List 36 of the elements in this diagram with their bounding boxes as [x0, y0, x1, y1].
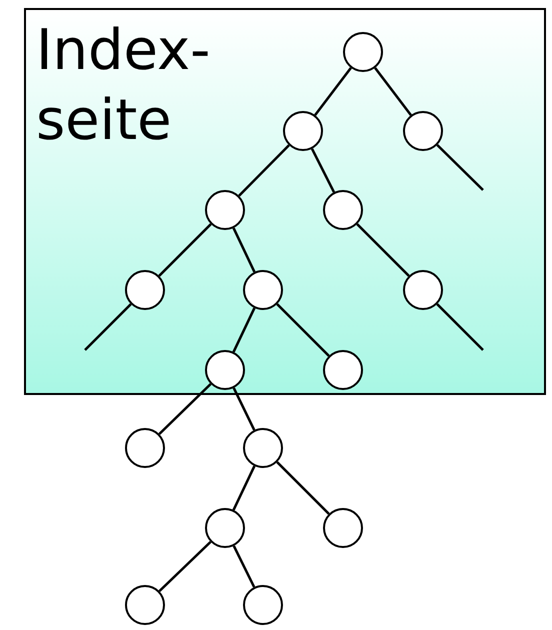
- tree-branch-line: [84, 303, 132, 351]
- tree-branch-line: [238, 144, 290, 197]
- tree-node-circle: [242, 270, 282, 310]
- tree-node-circle: [322, 190, 362, 230]
- tree-branch-line: [158, 540, 212, 592]
- index-page-panel: [24, 8, 546, 395]
- tree-branch-line: [276, 303, 330, 357]
- tree-node-circle: [243, 585, 283, 625]
- tree-branch-line: [232, 308, 256, 352]
- tree-node-circle: [243, 428, 283, 468]
- tree-branch-line: [436, 303, 484, 351]
- tree-node-circle: [204, 350, 244, 390]
- tree-node-circle: [323, 508, 363, 548]
- tree-branch-line: [158, 383, 212, 435]
- panel-heading: Index- seite: [36, 17, 212, 155]
- tree-branch-line: [232, 545, 256, 588]
- tree-branch-line: [356, 223, 410, 277]
- tree-branch-line: [158, 223, 212, 277]
- tree-branch-line: [232, 466, 256, 510]
- tree-branch-line: [232, 387, 256, 431]
- tree-branch-line: [374, 67, 412, 116]
- tree-node-circle: [124, 270, 164, 310]
- tree-node-circle: [205, 508, 245, 548]
- tree-node-circle: [402, 110, 442, 150]
- tree-branch-line: [436, 144, 484, 191]
- tree-branch-line: [276, 461, 330, 515]
- tree-node-circle: [342, 32, 382, 72]
- tree-node-circle: [322, 350, 362, 390]
- tree-node-circle: [204, 190, 244, 230]
- tree-node-circle: [125, 585, 165, 625]
- tree-node-circle: [402, 270, 442, 310]
- tree-branch-line: [232, 228, 256, 272]
- tree-branch-line: [314, 67, 352, 116]
- tree-branch-line: [310, 148, 336, 193]
- tree-node-circle: [125, 428, 165, 468]
- tree-node-circle: [282, 110, 322, 150]
